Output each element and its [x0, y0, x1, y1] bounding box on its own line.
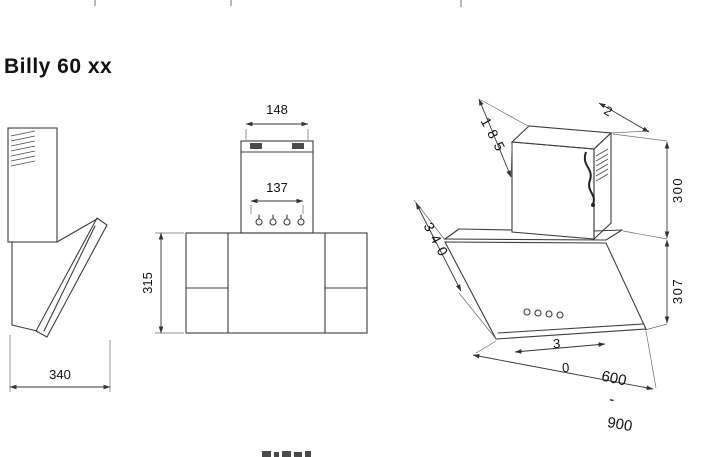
- persp-cord-plug: [591, 203, 595, 207]
- front-bracket-tab-left: [250, 143, 262, 149]
- side-depth-dimension: 340: [49, 367, 71, 382]
- persp-chimney-front: [511, 141, 595, 240]
- front-bracket-width-dimension: 148: [266, 102, 288, 117]
- persp-body-top-front-edge: [444, 238, 607, 241]
- persp-body-top-right-edge: [605, 229, 623, 241]
- persp-ext-185-bottom: [510, 142, 513, 178]
- persp-ext-right-top: [612, 133, 668, 142]
- front-bracket-tab-right: [292, 143, 304, 149]
- side-view: 340: [7, 127, 111, 392]
- persp-width-separator: -: [608, 391, 616, 409]
- side-glass-inner-edge: [43, 225, 96, 332]
- persp-chimney-side: [593, 131, 612, 241]
- side-foot-edge: [11, 324, 38, 332]
- persp-ext-width-left: [475, 340, 497, 354]
- clipped-footer-text: [262, 451, 311, 457]
- crop-marks: [94, 0, 462, 7]
- front-control-knobs: [255, 214, 305, 226]
- persp-chimney-depth-dimension: 185: [478, 115, 512, 159]
- side-body-top-edge: [56, 218, 98, 243]
- perspective-view: 185 2 300 307 340 3 0: [413, 98, 685, 435]
- persp-glass-panel: [444, 241, 647, 340]
- persp-glass-bottom-inner: [497, 323, 644, 334]
- persp-depth-dim-line: [415, 202, 462, 292]
- persp-inner-dim-line: [514, 342, 606, 354]
- persp-body-height-dimension: 307: [670, 278, 685, 304]
- persp-ext-top-right: [610, 130, 650, 134]
- persp-chimney-top-dim-line: [598, 102, 650, 133]
- persp-control-dots: [523, 308, 564, 319]
- persp-body-top-back-right: [593, 229, 623, 232]
- front-height-dimension: 315: [140, 272, 155, 294]
- front-controls-width-dimension: 137: [266, 180, 288, 195]
- persp-vent-slats: [595, 148, 609, 182]
- side-glass-panel: [35, 217, 108, 338]
- persp-ext-right-bottom: [644, 323, 668, 331]
- persp-width-dim-line: [472, 353, 654, 391]
- persp-inner-dimension-a: 3: [553, 336, 561, 351]
- model-title: Billy 60 xx: [4, 55, 113, 78]
- persp-chimney-top: [510, 125, 613, 150]
- persp-chimney-depth-dim-line: [478, 98, 512, 178]
- front-view: 148 137: [140, 102, 368, 334]
- persp-body-top-left-edge: [444, 228, 460, 240]
- persp-ext-340-bottom: [458, 292, 497, 340]
- persp-body-top-back-left: [458, 228, 513, 231]
- side-chimney: [7, 127, 58, 243]
- persp-ext-right-mid: [622, 230, 668, 240]
- side-vent-slats: [10, 130, 36, 167]
- persp-power-cord: [583, 151, 595, 205]
- persp-width-max: 900: [606, 414, 634, 435]
- front-body: [185, 232, 368, 334]
- persp-chimney-height-dimension: 300: [670, 177, 685, 203]
- persp-ext-width-right: [645, 330, 657, 389]
- persp-width-min: 600: [600, 368, 628, 390]
